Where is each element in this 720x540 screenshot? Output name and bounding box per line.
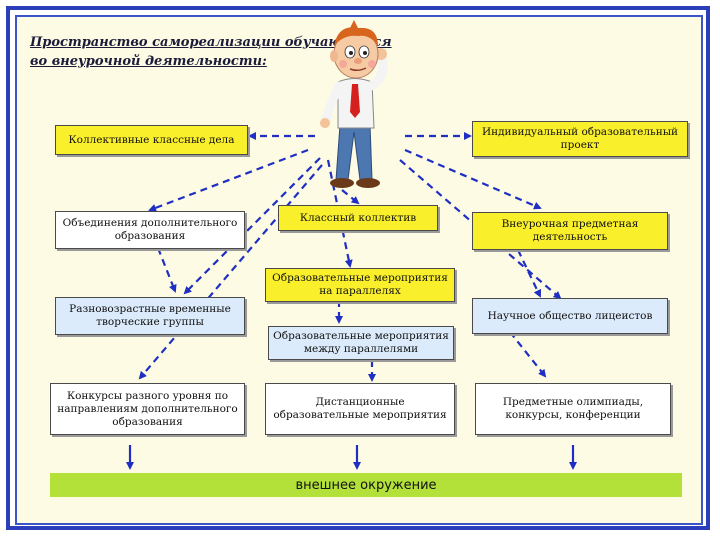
box-individual-project: Индивидуальный образовательный проект xyxy=(472,121,688,157)
box-parallel-events: Образовательные мероприятия на параллеля… xyxy=(265,268,455,302)
thinking-boy-illustration xyxy=(320,20,388,188)
external-environment-bar: внешнее окружение xyxy=(50,473,682,497)
box-additional-education: Объединения дополнительного образования xyxy=(55,211,245,249)
box-distance-events: Дистанционные образовательные мероприяти… xyxy=(265,383,455,435)
box-contests: Конкурсы разного уровня по направлениям … xyxy=(50,383,245,435)
arrow-to-additional-education xyxy=(148,148,309,212)
box-collective-class-affairs: Коллективные классные дела xyxy=(55,125,248,155)
arrow-to-contests xyxy=(138,164,323,380)
slide-title: Пространство самореализации обучающихся … xyxy=(30,33,392,71)
box-mixed-age-groups: Разновозрастные временные творческие гру… xyxy=(55,297,245,335)
arrow-additional-to-mixed xyxy=(156,247,177,293)
outer-frame xyxy=(6,6,710,530)
title-line-2: во внеурочной деятельности: xyxy=(30,54,267,69)
arrow-extracurricular-to-science xyxy=(517,249,542,298)
title-line-1: Пространство самореализации обучающихся xyxy=(30,35,392,50)
box-scientific-society: Научное общество лицеистов xyxy=(472,298,668,334)
box-between-parallels-events: Образовательные мероприятия между паралл… xyxy=(268,326,454,360)
box-olympiads: Предметные олимпиады, конкурсы, конферен… xyxy=(475,383,671,435)
arrow-to-extracurricular xyxy=(404,148,542,210)
box-class-collective: Классный коллектив xyxy=(278,205,438,231)
box-extracurricular-activity: Внеурочная предметная деятельность xyxy=(472,212,668,250)
external-environment-label: внешнее окружение xyxy=(295,477,437,493)
arrow-to-mixed-age xyxy=(183,157,321,295)
arrow-to-class-collective xyxy=(341,189,360,205)
arrow-to-olympiads xyxy=(509,331,547,378)
